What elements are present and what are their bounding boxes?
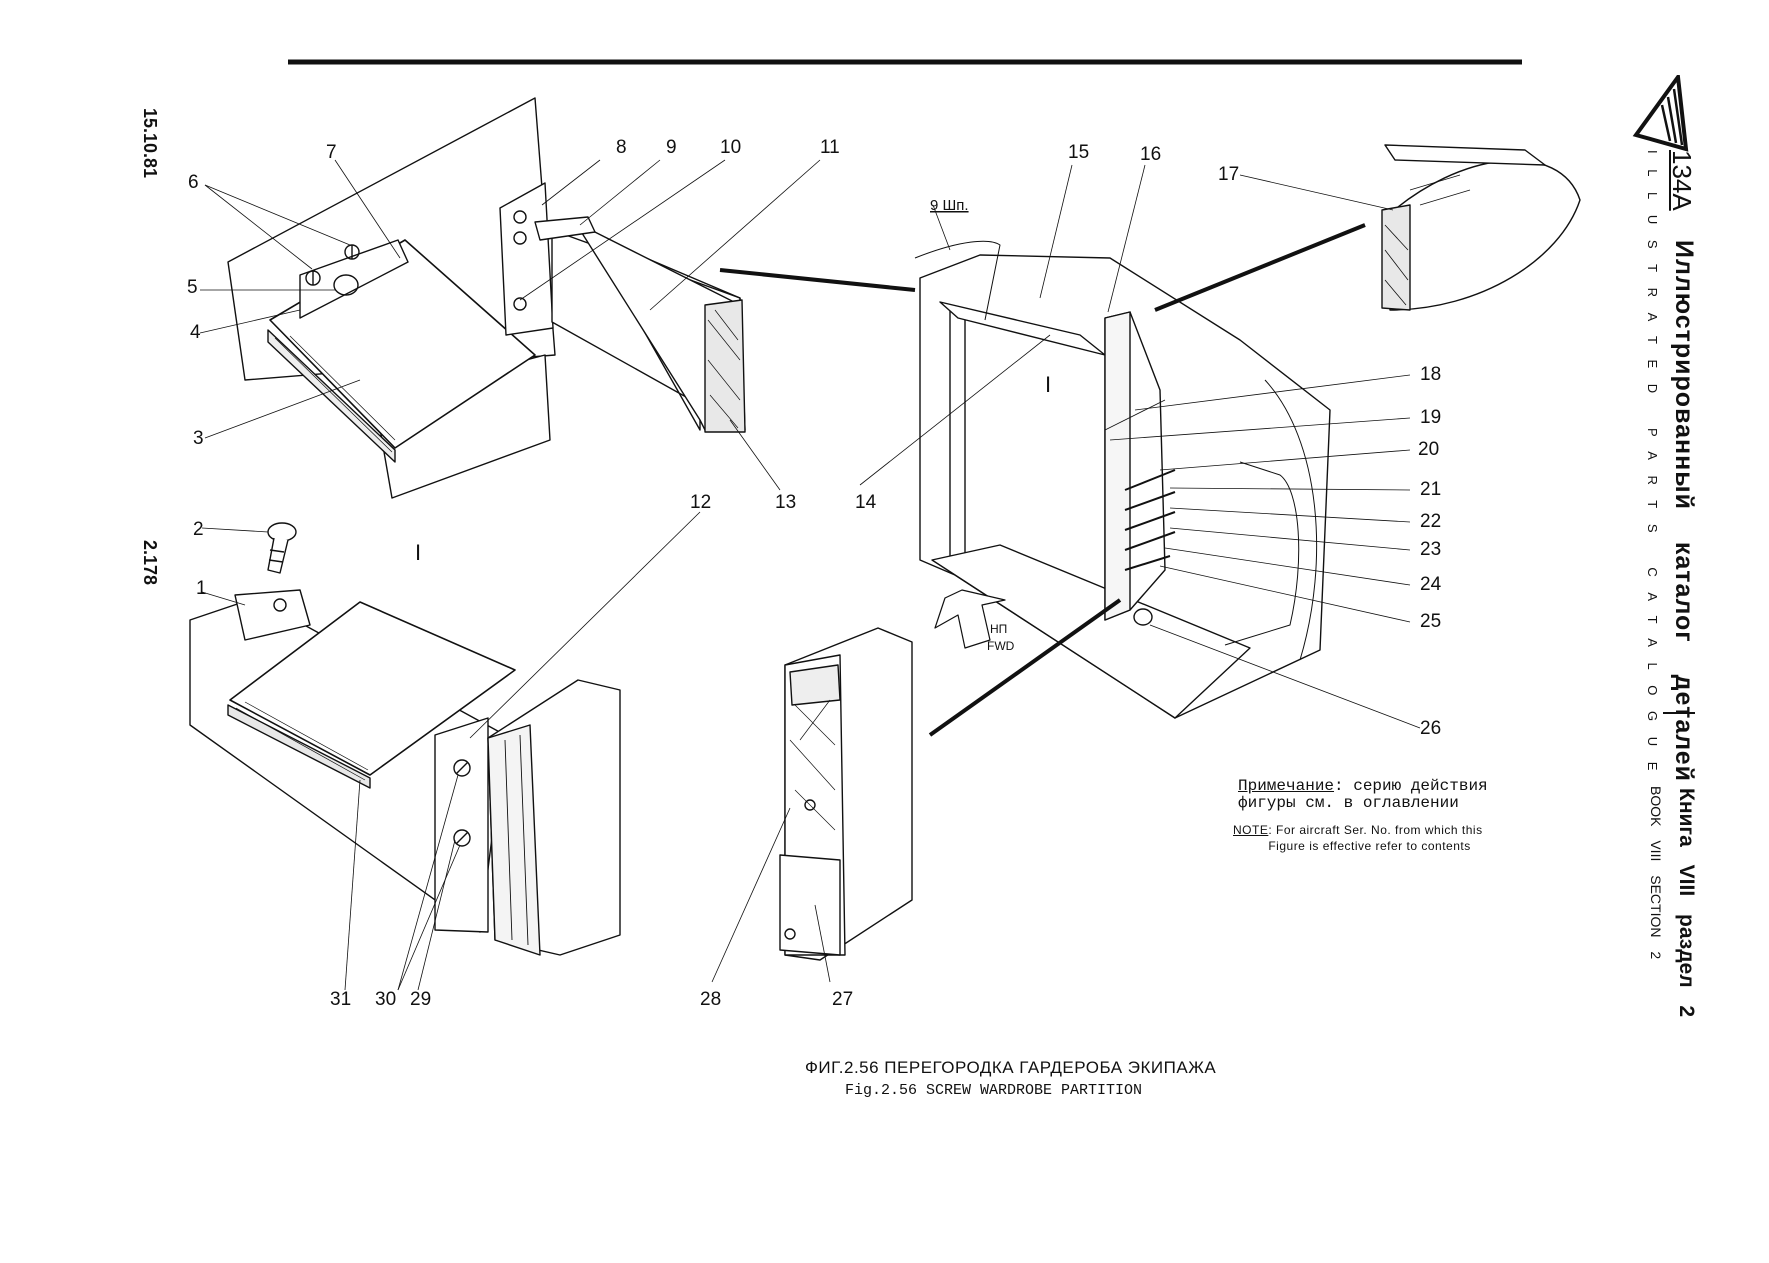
note-ru: Примечание: серию действия фигуры см. в … [1238, 778, 1528, 812]
callout-7: 7 [326, 142, 337, 163]
note-en-text: : For aircraft Ser. No. from which this … [1268, 823, 1483, 853]
callout-22: 22 [1420, 511, 1441, 532]
fwd-arrow [934, 589, 1006, 649]
sidebar-book-ru: Книга VIII раздел 2 [1675, 788, 1698, 1018]
caption-en: Fig.2.56 SCREW WARDROBE PARTITION [845, 1082, 1143, 1099]
header-date: 15.10.81 [140, 108, 160, 179]
callout-8: 8 [616, 137, 627, 158]
callout-9: 9 [666, 137, 677, 158]
hinge-panel [499, 182, 746, 433]
callout-18: 18 [1420, 364, 1441, 385]
callout-10: 10 [720, 137, 741, 158]
callout-24: 24 [1420, 574, 1442, 595]
callout-28: 28 [700, 989, 721, 1010]
sidebar-divider [1663, 712, 1695, 714]
callout-13: 13 [775, 492, 796, 513]
lower-shelf [189, 589, 621, 956]
note-ru-line2: фигуры см. в оглавлении [1238, 794, 1459, 812]
caption-ru: ФИГ.2.56 ПЕРЕГОРОДКА ГАРДЕРОБА ЭКИПАЖА [805, 1058, 1217, 1077]
callout-26: 26 [1420, 718, 1441, 739]
callout-12: 12 [690, 492, 711, 513]
note-ru-label: Примечание [1238, 777, 1335, 795]
tupolev-triangle-logo-icon [1632, 71, 1689, 152]
callout-23: 23 [1420, 539, 1441, 560]
note-en-label: NOTE [1233, 823, 1269, 837]
callout-14: 14 [855, 492, 877, 513]
leader-lines [199, 159, 1421, 991]
callout-1: 1 [196, 578, 207, 599]
callout-20: 20 [1418, 439, 1439, 460]
callout-15: 15 [1068, 142, 1089, 163]
note-en: NOTE: For aircraft Ser. No. from which t… [1233, 822, 1533, 854]
logo [1632, 71, 1690, 153]
view-marker-right: I [1045, 372, 1051, 397]
wardrobe-assembly [914, 240, 1331, 719]
note-ru-line1: : серию действия [1334, 777, 1488, 795]
edge-profile-detail [1381, 144, 1581, 311]
callout-11: 11 [820, 137, 840, 158]
callout-4: 4 [190, 322, 201, 343]
door-post [779, 627, 913, 961]
callout-19: 19 [1420, 407, 1441, 428]
sidebar-title-en: ILLUSTRATED PARTS CATALOGUE [1645, 150, 1660, 786]
callout-30: 30 [375, 989, 396, 1010]
sidebar-book-en: BOOK VIII SECTION 2 [1648, 786, 1664, 960]
callout-16: 16 [1140, 144, 1161, 165]
shelf-bracket-assembly [227, 97, 556, 499]
callout-27: 27 [832, 989, 853, 1010]
sidebar-model: 134A [1667, 150, 1697, 211]
callout-25: 25 [1420, 611, 1441, 632]
callout-31: 31 [330, 989, 351, 1010]
callout-2: 2 [193, 519, 204, 540]
direction-label-en: FWD [987, 639, 1015, 653]
frame-label: 9 Шп. [930, 197, 969, 214]
direction-label-ru: НП [990, 622, 1007, 636]
view-marker-left: I [415, 540, 421, 565]
screw [267, 522, 297, 574]
sidebar-title-ru: Иллюстрированный каталог деталей [1670, 240, 1698, 783]
callout-3: 3 [193, 428, 204, 449]
callout-6: 6 [188, 172, 199, 193]
callout-17: 17 [1218, 164, 1239, 185]
callout-5: 5 [187, 277, 198, 298]
callout-21: 21 [1420, 479, 1441, 500]
callout-29: 29 [410, 989, 431, 1010]
page-number: 2.178 [140, 540, 160, 586]
